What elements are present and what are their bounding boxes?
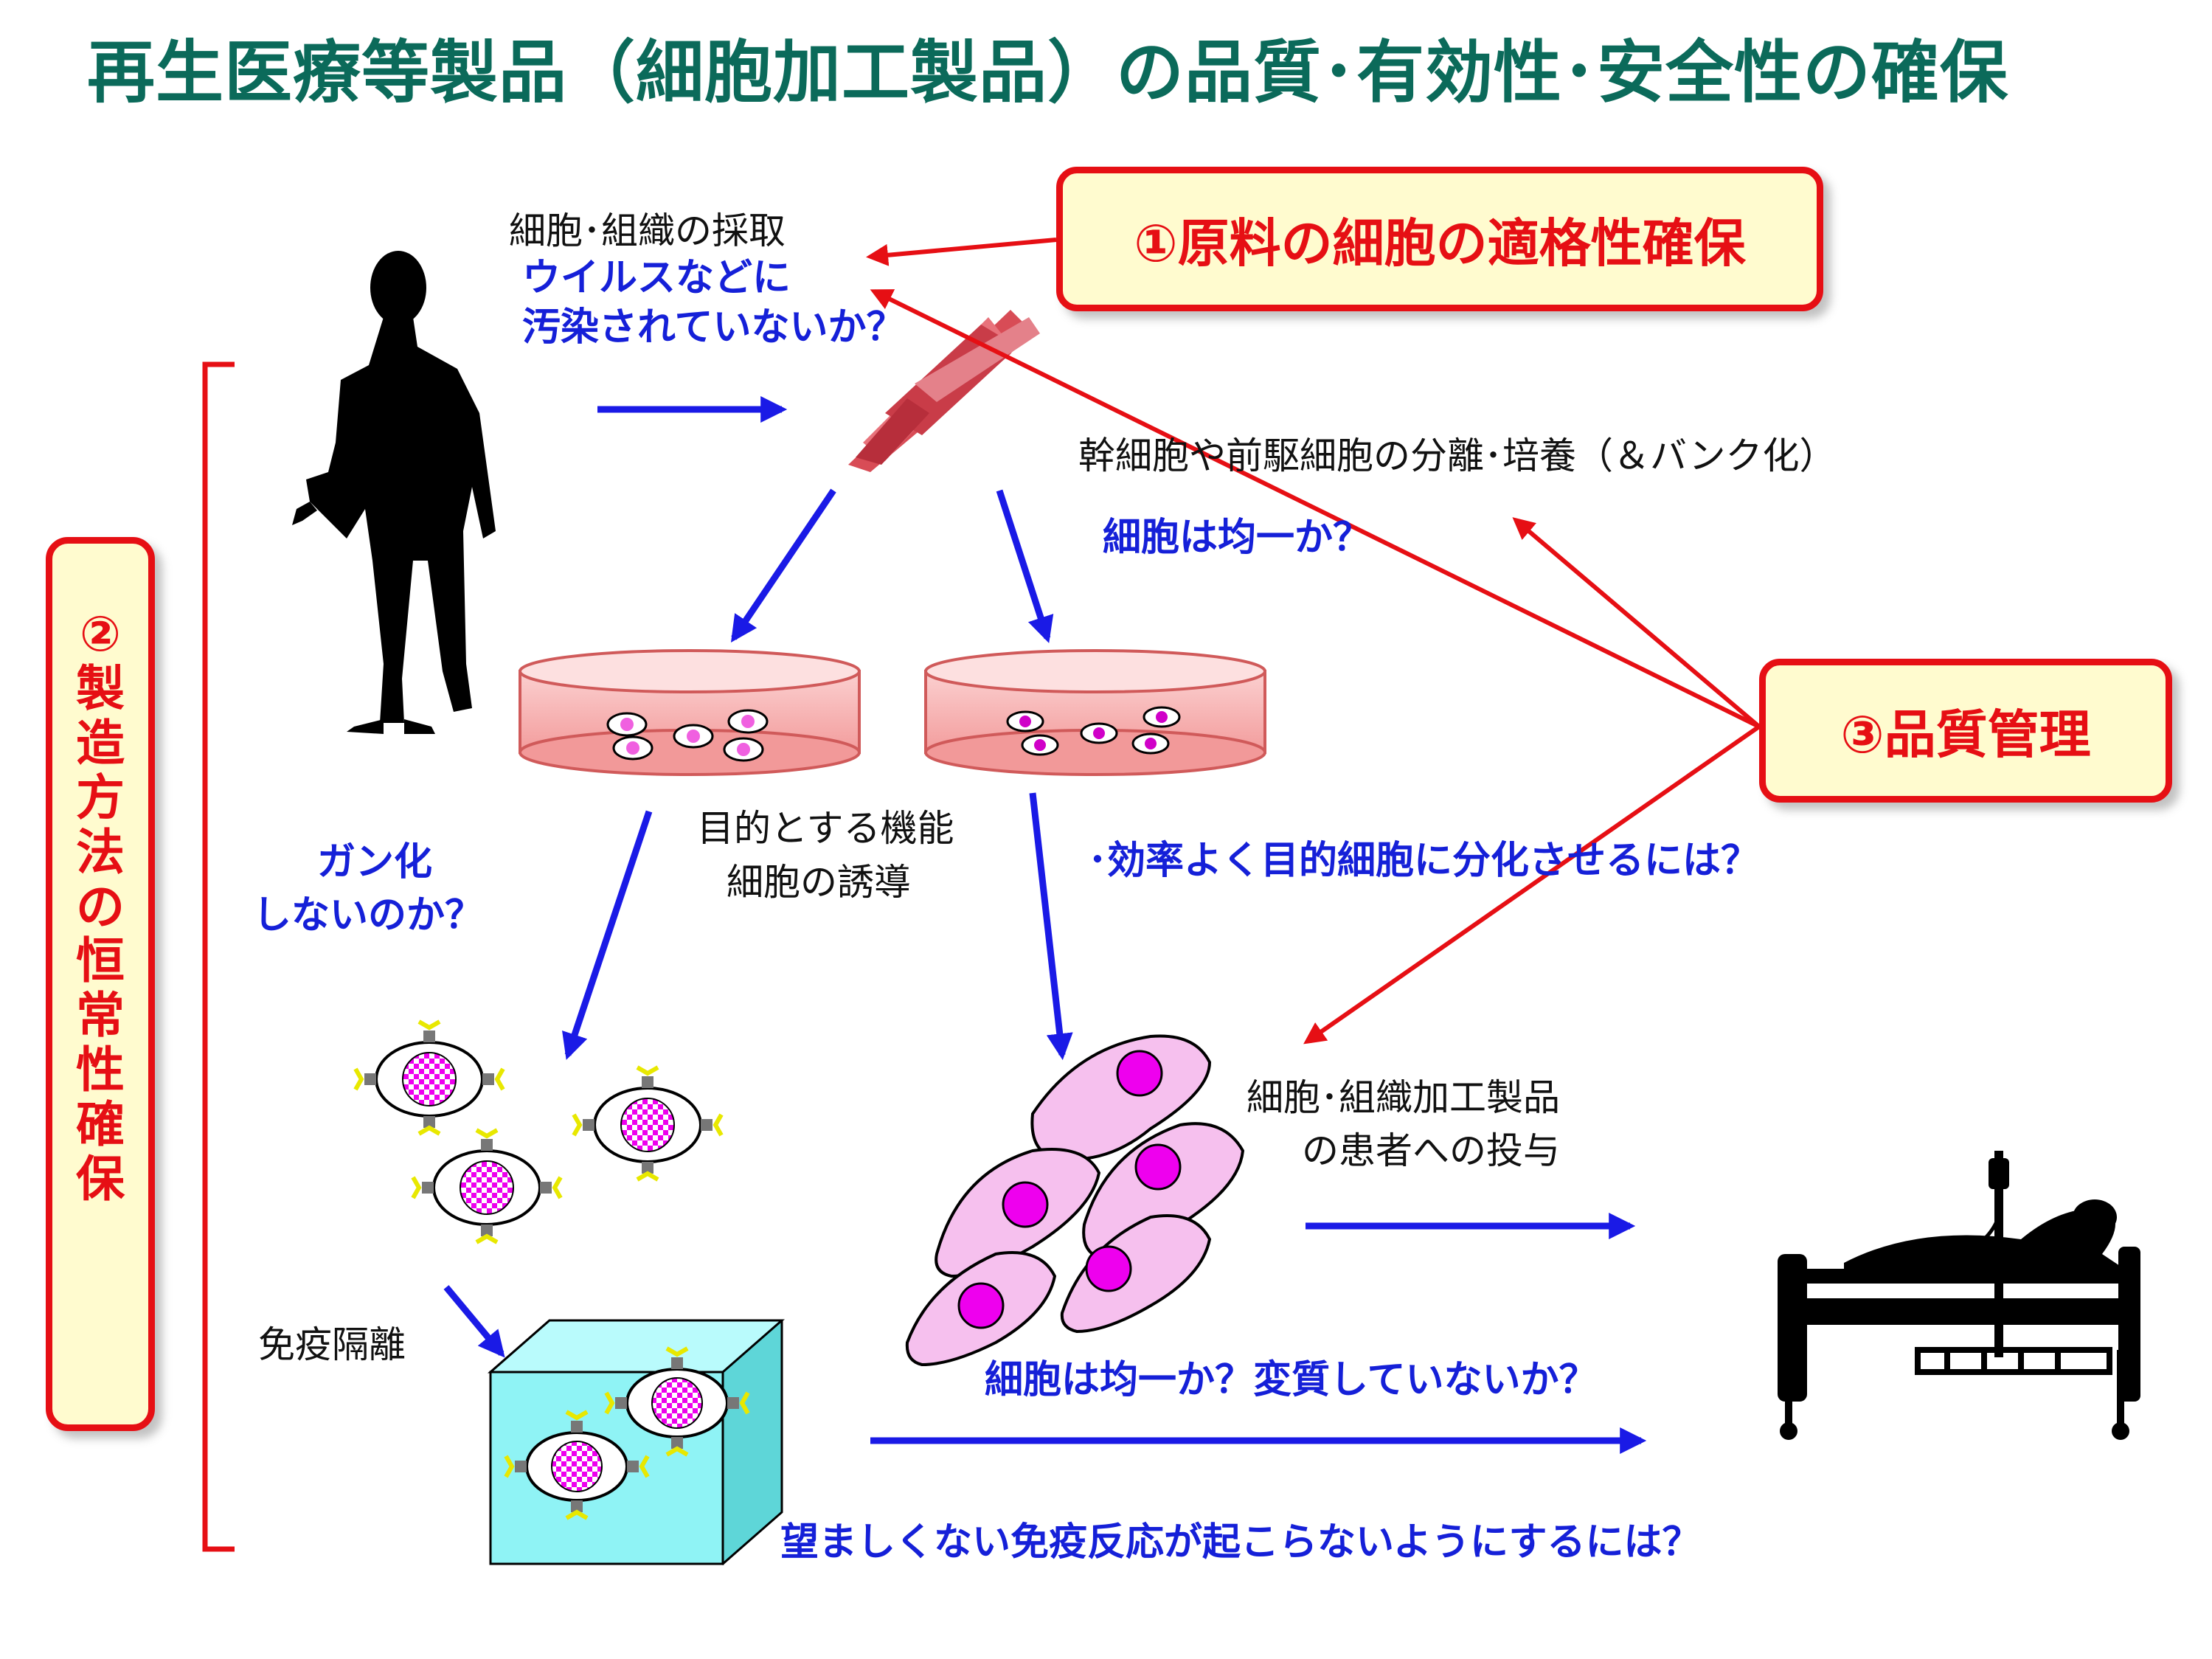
quality-control-box: ③品質管理 <box>1759 659 2172 803</box>
immuno-isolation-cube-icon <box>488 1319 785 1565</box>
vchar: 方 <box>76 769 125 826</box>
patient-bed-icon <box>1778 1151 2140 1440</box>
vchar: 恒 <box>76 932 125 990</box>
vchar: 常 <box>76 987 125 1045</box>
process-bracket <box>202 361 235 1552</box>
differentiated-cell-nuclei <box>957 1050 1182 1329</box>
vchar: 造 <box>76 714 125 772</box>
culture-dish-left <box>519 649 861 776</box>
donor-silhouette-icon <box>292 251 496 734</box>
vchar: 性 <box>76 1042 125 1099</box>
harvest-label: 細胞･組織の採取 <box>509 209 786 252</box>
administration-label-line2: の患者への投与 <box>1302 1129 1560 1172</box>
raw-material-suitability-box: ①原料の細胞の適格性確保 <box>1056 167 1823 311</box>
vchar: 確 <box>76 1096 125 1154</box>
vchar: 保 <box>76 1151 125 1208</box>
dish-cells-left <box>606 709 769 762</box>
induction-label-line1: 目的とする機能 <box>697 807 954 850</box>
tissue-sample-icon <box>848 310 1040 472</box>
quality-control-label: ③品質管理 <box>1840 704 2091 765</box>
vchar: 製 <box>76 659 125 717</box>
immune-reaction-question: 望ましくない免疫反応が起こらないようにするには？ <box>780 1520 1701 1565</box>
dish-cells-right <box>1006 706 1181 756</box>
process-arrows <box>443 396 1647 1454</box>
vchar: の <box>76 878 125 935</box>
vchar: ② <box>80 606 121 662</box>
administration-label-line1: 細胞･組織加工製品 <box>1247 1076 1560 1119</box>
manufacturing-consistency-box: ② 製 造 方 法 の 恒 常 性 確 保 <box>46 537 155 1431</box>
culture-dish-right <box>924 649 1266 776</box>
virus-question-line1: ウイルスなどに <box>522 256 791 300</box>
induced-cells-left <box>353 1019 724 1244</box>
uniformity-question-1: 細胞は均一か？ <box>1103 516 1372 560</box>
immuno-isolation-label: 免疫隔離 <box>258 1323 406 1366</box>
cancer-question-line2: しないのか？ <box>253 893 484 938</box>
uniformity-question-2: 細胞は均一か？変質していないか？ <box>985 1358 1598 1402</box>
differentiation-question: ･効率よく目的細胞に分化させるには？ <box>1088 839 1760 883</box>
isolation-culture-label: 幹細胞や前駆細胞の分離･培養（＆バンク化） <box>1078 434 1837 477</box>
raw-material-suitability-label: ①原料の細胞の適格性確保 <box>1134 212 1746 274</box>
cancer-question-line1: ガン化 <box>317 840 433 884</box>
quality-arrows <box>866 238 1761 1045</box>
virus-question-line2: 汚染されていないか？ <box>522 305 905 350</box>
differentiated-cells-icon <box>905 1034 1245 1367</box>
vchar: 法 <box>76 823 125 881</box>
induction-label-line2: 細胞の誘導 <box>727 861 911 904</box>
page-title: 再生医療等製品（細胞加工製品）の品質･有効性･安全性の確保 <box>87 33 2009 112</box>
